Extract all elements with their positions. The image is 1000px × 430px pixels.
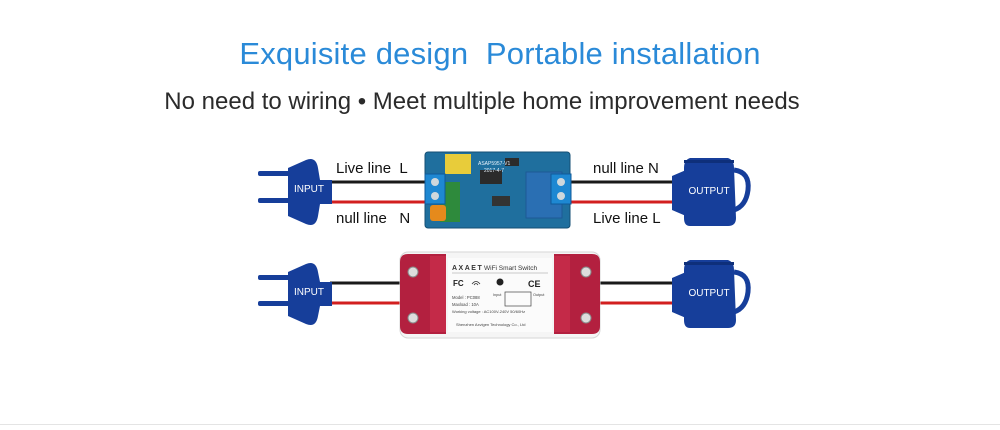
bottom-divider <box>0 424 1000 425</box>
top-input-label: INPUT <box>294 184 324 195</box>
kettle-icon <box>672 260 751 328</box>
smart-switch-device: AXAET WiFi Smart Switch FC CE Model : PC… <box>399 251 601 339</box>
device-output-tag: Output <box>533 293 545 297</box>
kettle-icon <box>672 158 751 226</box>
board-id-text: ASAP5957-V1 <box>478 161 510 167</box>
label-live-line-l-left: Live line L <box>336 160 408 177</box>
ce-mark: CE <box>528 279 541 289</box>
bottom-diagram: AXAET WiFi Smart Switch FC CE Model : PC… <box>258 251 751 339</box>
device-maxload: Maxload : 10A <box>452 302 479 307</box>
device-maker: Shenzhen Axvigen Technology Co., Ltd <box>456 322 526 327</box>
label-null-line-n-left: null line N <box>336 210 411 227</box>
circuit-board: ASAP5957-V1 2017-4-7 <box>424 151 572 229</box>
label-live-line-l-right: Live line L <box>593 210 661 227</box>
top-diagram: ASAP5957-V1 2017-4-7 <box>258 151 751 229</box>
wifi-icon <box>471 281 481 286</box>
board-date-text: 2017-4-7 <box>484 168 504 174</box>
plug-icon <box>258 263 332 325</box>
bottom-input-label: INPUT <box>294 287 324 298</box>
bottom-output-label: OUTPUT <box>688 288 730 299</box>
headline-left: Exquisite design <box>239 36 469 71</box>
device-voltage: Working voltage : AC100V-240V 50/60Hz <box>452 309 525 314</box>
headline: Exquisite design Portable installation <box>0 36 1000 72</box>
top-output-label: OUTPUT <box>688 186 730 197</box>
headline-right: Portable installation <box>485 36 761 71</box>
plug-icon <box>258 159 332 225</box>
device-brand: AXAET <box>452 265 483 272</box>
fc-mark: FC <box>453 279 464 288</box>
device-product: WiFi Smart Switch <box>484 265 537 272</box>
subheadline: No need to wiring • Meet multiple home i… <box>164 88 800 115</box>
status-dot <box>496 278 504 286</box>
device-model: Model : PC088 <box>452 295 480 300</box>
device-input-tag: Input <box>493 293 502 297</box>
label-null-line-n-right: null line N <box>593 160 659 177</box>
